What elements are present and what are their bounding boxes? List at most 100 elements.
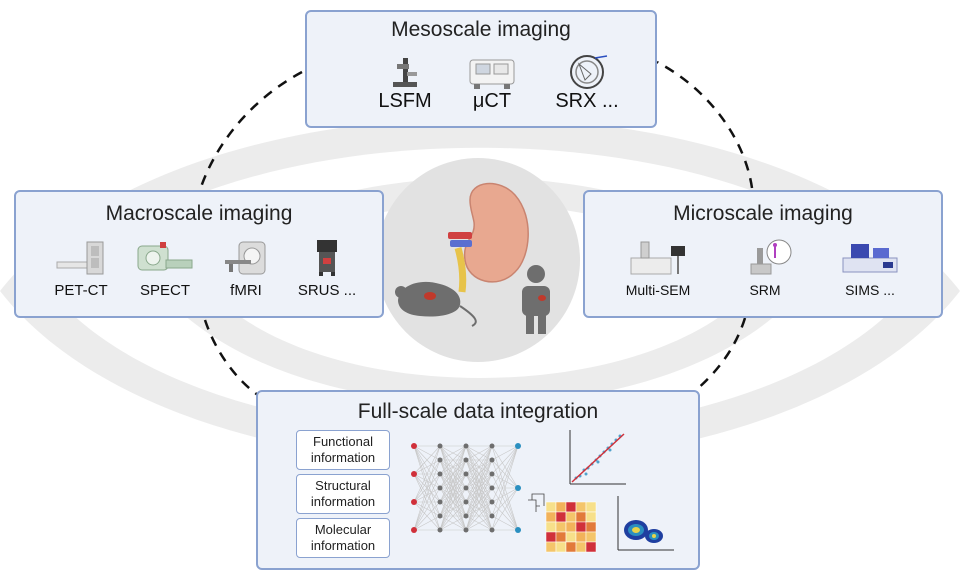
info-structural-line2: information xyxy=(310,494,376,509)
nn-edge xyxy=(465,445,493,517)
nn-edge xyxy=(439,473,467,531)
nn-node xyxy=(463,485,469,491)
label-sims: SIMS ... xyxy=(845,282,895,298)
mesoscale-box: Mesoscale imaging LSFM μCT xyxy=(305,10,657,128)
label-microct: μCT xyxy=(472,90,512,112)
heatmap-cell xyxy=(575,501,587,513)
integration-box: Full-scale data integration Functional i… xyxy=(256,390,700,570)
info-molecular: Molecular information xyxy=(296,518,390,558)
heatmap-cell xyxy=(555,521,567,533)
nn-edge xyxy=(439,445,467,503)
nn-edge xyxy=(413,459,441,475)
micro-ct-scanner-icon xyxy=(469,59,515,89)
nn-edge xyxy=(491,445,519,517)
heatmap-cell xyxy=(565,531,577,543)
nn-edge xyxy=(413,445,441,503)
heatmap-cell xyxy=(565,521,577,533)
item-srx: SRX ... xyxy=(547,54,627,113)
label-fmri: fMRI xyxy=(230,282,262,299)
nn-edge xyxy=(465,445,493,503)
spect-scanner-icon xyxy=(137,242,193,271)
nn-node xyxy=(463,499,469,505)
nn-node xyxy=(411,443,417,449)
label-lsfm: LSFM xyxy=(378,90,432,112)
nn-edge xyxy=(413,445,441,475)
nn-node xyxy=(489,457,495,463)
nn-edge xyxy=(465,445,493,475)
density-plot-icon xyxy=(617,496,674,551)
nn-node xyxy=(489,499,495,505)
heatmap-cell xyxy=(555,541,567,553)
nn-node xyxy=(437,513,443,519)
heatmap-cell xyxy=(585,531,597,543)
nn-edge xyxy=(413,459,441,503)
super-resolution-microscope-icon xyxy=(750,239,792,275)
info-molecular-line2: information xyxy=(310,538,376,553)
arrow-meso-to-macro xyxy=(198,70,303,191)
scatter-plot-icon xyxy=(569,430,626,485)
ultrasound-machine-icon xyxy=(317,240,337,276)
nn-node xyxy=(437,443,443,449)
heatmap-cell xyxy=(565,541,577,553)
macroscale-title: Macroscale imaging xyxy=(105,202,293,225)
nn-node xyxy=(437,499,443,505)
nn-edge xyxy=(439,445,467,517)
nn-edge xyxy=(491,445,519,531)
arrow-micro-to-meso xyxy=(656,60,754,189)
nn-edge xyxy=(439,487,467,531)
nn-node xyxy=(489,513,495,519)
nn-edge xyxy=(465,445,493,489)
neural-network-icon xyxy=(411,443,521,533)
nn-edge xyxy=(413,487,441,531)
nn-node xyxy=(489,443,495,449)
heatmap-cell xyxy=(555,501,567,513)
item-microct: μCT xyxy=(457,54,527,113)
microscale-box: Microscale imaging Multi-SEM SRM xyxy=(583,190,943,318)
item-pet-ct: PET-CT xyxy=(46,238,116,299)
item-fmri: fMRI xyxy=(214,238,278,299)
info-functional-line1: Functional xyxy=(313,434,373,449)
item-spect: SPECT xyxy=(128,238,202,299)
nn-node xyxy=(411,499,417,505)
heatmap-cell xyxy=(585,501,597,513)
nn-edge xyxy=(491,445,519,475)
nn-edge xyxy=(491,445,519,489)
label-srm: SRM xyxy=(749,282,781,298)
label-spect: SPECT xyxy=(139,282,190,299)
heatmap-cell xyxy=(585,521,597,533)
nn-edge xyxy=(439,445,467,531)
item-multi-sem: Multi-SEM xyxy=(613,238,703,298)
nn-node xyxy=(489,471,495,477)
nn-edge xyxy=(413,515,441,531)
item-srm: SRM xyxy=(725,238,805,298)
nn-edge xyxy=(465,515,493,531)
nn-edge xyxy=(491,445,519,461)
light-sheet-microscope-icon xyxy=(393,58,417,87)
heatmap-cell xyxy=(585,541,597,553)
nn-edge xyxy=(491,445,519,503)
label-multi-sem: Multi-SEM xyxy=(625,282,691,298)
nn-node xyxy=(463,443,469,449)
heatmap-icon xyxy=(528,493,597,553)
heatmap-cell xyxy=(545,501,557,513)
nn-node xyxy=(489,527,495,533)
nn-edge xyxy=(413,473,441,531)
heatmap-cell xyxy=(545,511,557,523)
heatmap-cell xyxy=(575,531,587,543)
nn-edge xyxy=(413,459,441,531)
nn-edge xyxy=(413,445,441,531)
label-pet-ct: PET-CT xyxy=(54,282,108,299)
nn-node xyxy=(437,457,443,463)
electron-microscope-icon xyxy=(630,241,685,275)
info-functional: Functional information xyxy=(296,430,390,470)
heatmap-cell xyxy=(545,521,557,533)
nn-edge xyxy=(465,445,493,531)
heatmap-cell xyxy=(575,541,587,553)
info-structural: Structural information xyxy=(296,474,390,514)
nn-edge xyxy=(439,459,467,531)
microscale-title: Microscale imaging xyxy=(673,202,853,225)
info-structural-line1: Structural xyxy=(315,478,371,493)
nn-node xyxy=(515,443,521,449)
mouse-icon xyxy=(395,281,477,327)
mass-spectrometer-icon xyxy=(842,244,898,273)
